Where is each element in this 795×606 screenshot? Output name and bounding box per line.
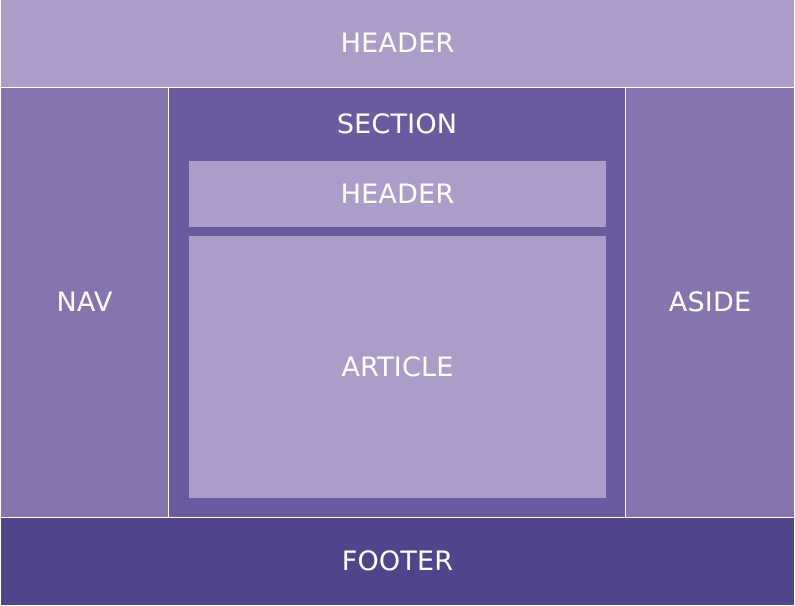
aside-label: ASIDE	[668, 287, 752, 318]
section-title: SECTION	[169, 88, 625, 160]
nav-block: NAV	[1, 88, 168, 517]
section-header-label: HEADER	[340, 178, 455, 210]
page-header-block: HEADER	[1, 0, 794, 87]
nav-label: NAV	[56, 287, 113, 318]
aside-block: ASIDE	[626, 88, 794, 517]
article-block: ARTICLE	[189, 236, 606, 498]
footer-block: FOOTER	[1, 518, 794, 605]
section-block: SECTION HEADER ARTICLE	[169, 88, 625, 517]
section-header-block: HEADER	[189, 161, 606, 227]
footer-label: FOOTER	[341, 546, 454, 577]
section-label: SECTION	[336, 108, 458, 140]
page-header-label: HEADER	[340, 28, 455, 59]
article-label: ARTICLE	[341, 351, 454, 383]
